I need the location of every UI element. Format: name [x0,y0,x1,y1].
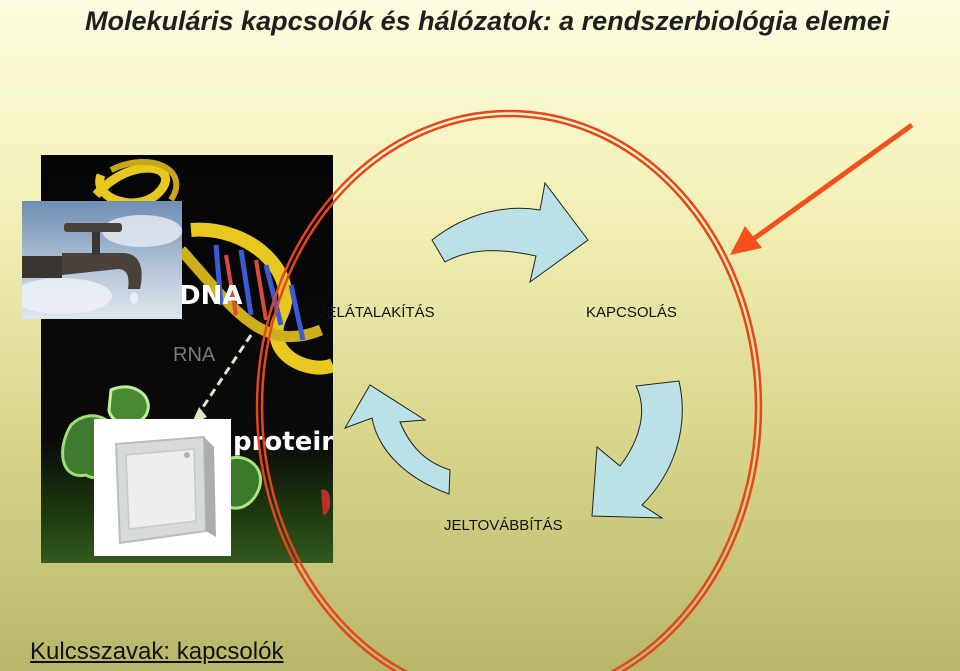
wall-switch-photo-icon [94,419,231,556]
cycle-circle [255,109,763,671]
cycle-step-jelatalakitas: JELÁTALAKÍTÁS [319,304,435,321]
cycle-step-jeltovabbitas: JELTOVÁBBÍTÁS [444,517,563,534]
cycle-step-kapcsolas: KAPCSOLÁS [586,304,677,321]
keywords-text: Kulcsszavak: kapcsolók [30,638,284,665]
pointer-arrow-head-icon [730,226,762,255]
pointer-arrow [750,122,914,243]
proteins-label: proteins [233,427,333,457]
dna-label: DNA [179,281,243,311]
cycle-arrow-right [591,380,683,519]
dna-helix-icon [61,159,333,515]
cycle-arrow-left [343,384,451,495]
cycle-arrow-top [431,181,589,284]
water-tap-photo-icon [22,201,182,319]
rna-label: RNA [173,344,216,366]
slide-title: Molekuláris kapcsolók és hálózatok: a re… [85,6,890,36]
